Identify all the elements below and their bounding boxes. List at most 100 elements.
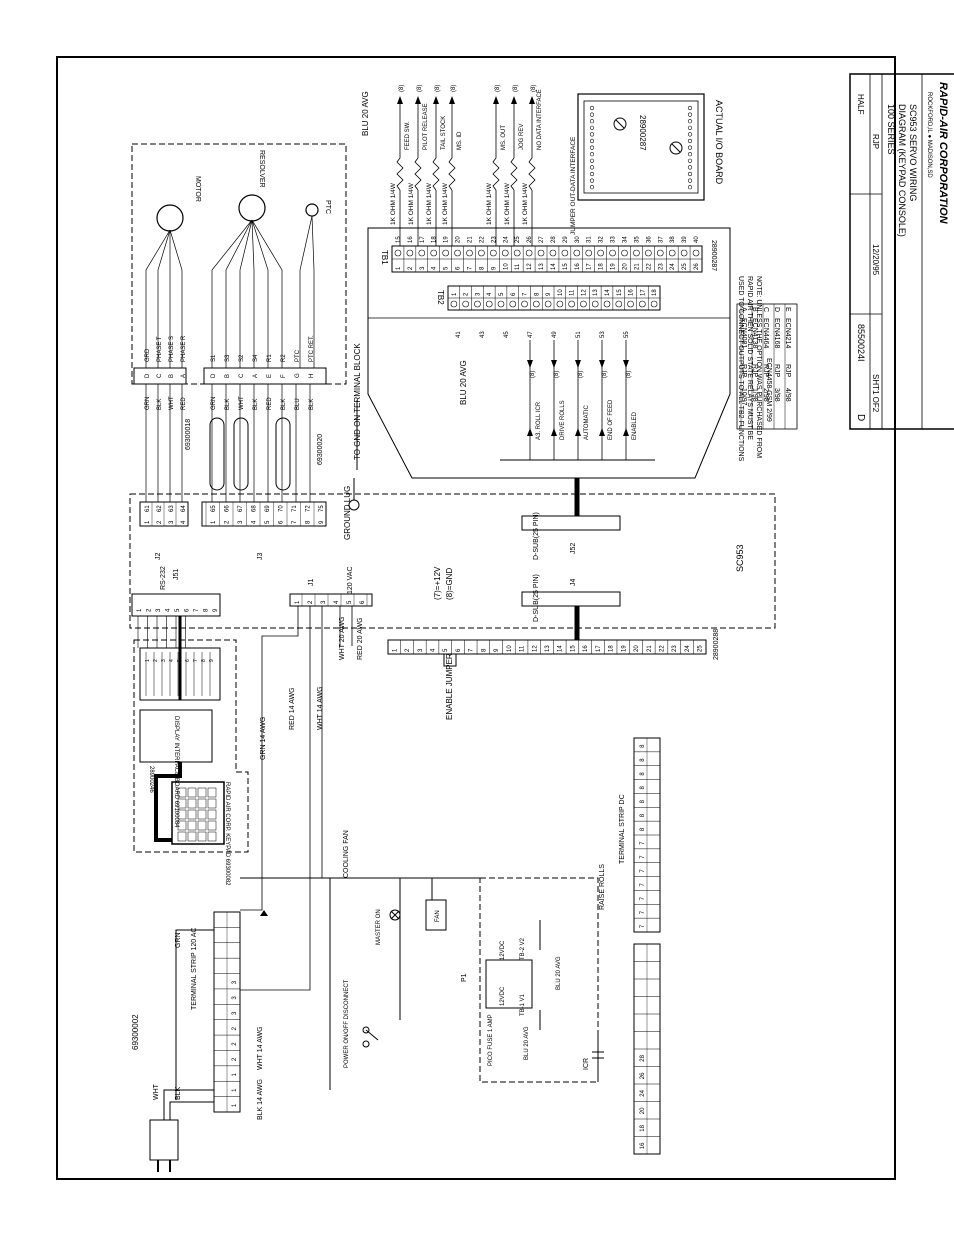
j2-wire: 62 [157,505,163,512]
display-pin: 2 [153,659,159,662]
power-switch[interactable]: POWER ON/OFF DISCONNECT [344,979,379,1068]
jumper-pin: 1 [392,648,398,652]
keypad-label: RAPID AIR CORP. KEYPAD 69300082 [224,782,230,886]
tb1-label: TB1 [380,250,389,265]
tb2-input-label: A3. ROLL ICR [536,401,542,440]
j3-pin: 3 [238,520,244,524]
tb1-pin: 22 [646,263,652,270]
tb1-wire: 31 [587,236,593,243]
tb1-wire: 26 [527,236,533,243]
resolver-lead-label: PTC [295,349,301,362]
tb1-output-ref: (8) [495,85,501,92]
svg-text:TERMINAL STRIP 120 AC: TERMINAL STRIP 120 AC [191,928,198,1010]
tb2-pin: 13 [593,289,599,296]
ac-terminal: 3 [232,980,238,984]
dc-terminal: 7 [640,924,646,928]
jumper-pin: 6 [456,648,462,652]
ac-terminal: 2 [232,1042,238,1046]
tb1-wire: 25 [515,236,521,243]
j3-pin: 5 [265,520,271,524]
resolver-pin: B [225,374,231,378]
resolver-lead-color: BLK [309,399,315,410]
tb2-wire: 41 [456,331,462,338]
tb1-wire: 23 [491,236,497,243]
tb1-wire: 38 [670,236,676,243]
enable-jumper-label: ENABLE JUMPER [445,653,454,720]
tb2-input-label: DRIVE ROLLS [560,400,566,440]
tb1-output-label: PILOT RELEASE [423,103,429,150]
resistor-label: 1K OHM 1/4W [504,182,511,225]
rev-ecn: ECN4138 [751,318,758,348]
tb2-input-label: ENABLED [632,411,638,440]
tb2-pin: 16 [629,289,635,296]
j2-wire: 61 [145,505,151,512]
j1-pin: 3 [321,600,327,604]
ecn-note: ECN4458 GSM 2/99 [765,358,772,422]
display-pin: 9 [209,659,215,662]
tb1-wire: 34 [623,236,629,243]
motor-lead-label: GRD [145,348,151,362]
tb1-pin: 8 [479,266,485,270]
tb2-wire: 49 [552,331,558,338]
j3-connector[interactable] [201,501,327,527]
note-line-3: USED TO CONNECT OUTPUTS TO ALL TB2 FUNCT… [737,276,744,462]
svg-text:BLU 20 AVG: BLU 20 AVG [556,956,562,990]
dc-terminal: 8 [640,786,646,790]
j3-wire: 70 [279,505,285,512]
tb1-pin: 4 [432,266,438,270]
tb2-ref: (8) [578,371,584,378]
tb1-pin: 12 [527,263,533,270]
svg-text:12VDC: 12VDC [500,986,506,1006]
dc-terminal: 8 [640,827,646,831]
j51-pin: 4 [166,608,172,612]
svg-text:PICO FUSE 1 AMP: PICO FUSE 1 AMP [488,1014,494,1066]
jumper-board-number: 28900288 [713,629,720,660]
resistor-label: 1K OHM 1/4W [486,182,493,225]
j3-wire: 71 [292,505,298,512]
svg-text:FAN: FAN [435,910,441,922]
resolver-lead-label: R1 [267,354,273,362]
tb1-output-ref: (8) [399,85,405,92]
tb2-pin: 9 [546,292,552,296]
motor-lead-color: WHT [169,396,175,410]
jumper-pin: 13 [545,645,551,652]
tb2-pin: 18 [652,289,658,296]
jumper-pin: 3 [418,648,424,652]
tb2-wire: 45 [504,331,510,338]
supply-note-12v: (7)=+12V [433,566,442,600]
j1-pin: 1 [295,600,301,604]
dc-terminal: 8 [640,772,646,776]
sheet-border [56,56,896,1180]
keypad[interactable] [171,781,225,845]
resistor-label: 1K OHM 1/4W [426,182,433,225]
resolver-lead-color: RED [267,397,273,410]
ptc-label: PTC [324,200,331,214]
note-block: NOTE: UNLESS THE OPTION WAS PURCHASED FR… [737,276,772,462]
power-plug: 69300002 WHT BLK GRN [131,929,214,1172]
tb2-pin: 3 [475,292,481,296]
j51-pin: 9 [213,608,219,612]
j2-pin: 3 [169,520,175,524]
display-interface-board [139,709,213,763]
rev-by: RJP [762,364,769,378]
tb1-wire: 22 [479,236,485,243]
rev-by: RJP [751,364,758,378]
ac-terminal: 3 [232,996,238,1000]
svg-text:ICR: ICR [583,1058,590,1070]
j3-label: J3 [257,553,264,561]
wire-wht-20: WHT 20 AWG [339,616,346,660]
j51-label: J51 [173,569,180,580]
j51-pin: 5 [175,608,181,612]
tb1-pin: 24 [670,263,676,270]
tb2-pin: 12 [581,289,587,296]
sc953-label: SC953 [735,544,745,572]
resolver-lead-label: S1 [211,354,217,362]
j1-connector[interactable] [289,593,373,607]
tb1-pin: 18 [599,263,605,270]
tb1-pin: 2 [408,266,414,270]
j52-connector[interactable] [521,515,621,531]
jumper-pin: 15 [570,645,576,652]
j4-connector[interactable] [521,591,621,607]
motor-pin: A [181,374,187,378]
